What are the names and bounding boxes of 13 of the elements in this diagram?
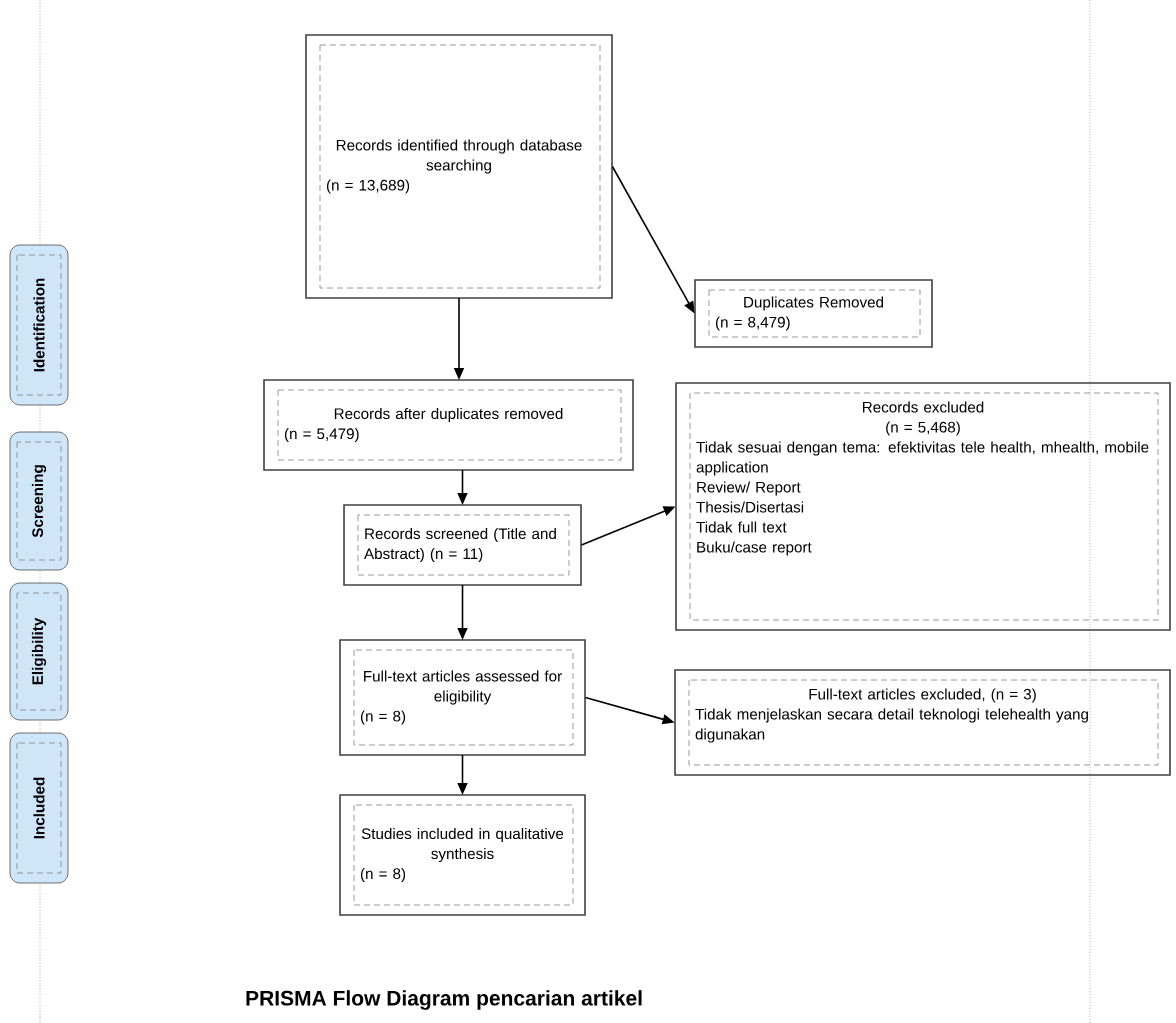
process-box: Duplicates Removed (n = 8,479)	[694, 279, 933, 348]
stage-label: Screening	[9, 431, 69, 571]
stage-label: Included	[9, 732, 69, 884]
stage-label: Eligibility	[9, 582, 69, 721]
exclusion-box: Records excluded (n = 5,468) Tidak sesuai dengan tema: efektivitas tele health, mhealth, mobile application Review/ Report Thesis/Disertasi Tidak full text Buku/case report	[675, 382, 1171, 631]
process-box: Studies included in qualitative synthesis (n = 8)	[339, 794, 586, 916]
exclusion-box: Full-text articles excluded, (n = 3) Tidak menjelaskan secara detail teknologi telehealth yang digunakan	[674, 669, 1171, 776]
process-box: Full-text articles assessed for eligibility (n = 8)	[339, 639, 586, 756]
process-box: Records identified through database searching (n = 13,689)	[305, 34, 613, 299]
process-box: Records after duplicates removed (n = 5,479)	[263, 379, 634, 471]
caption: PRISMA Flow Diagram pencarian artikel	[246, 990, 642, 1010]
stage-label: Identification	[9, 244, 69, 406]
process-box: Records screened (Title and Abstract) (n = 11)	[343, 504, 582, 586]
